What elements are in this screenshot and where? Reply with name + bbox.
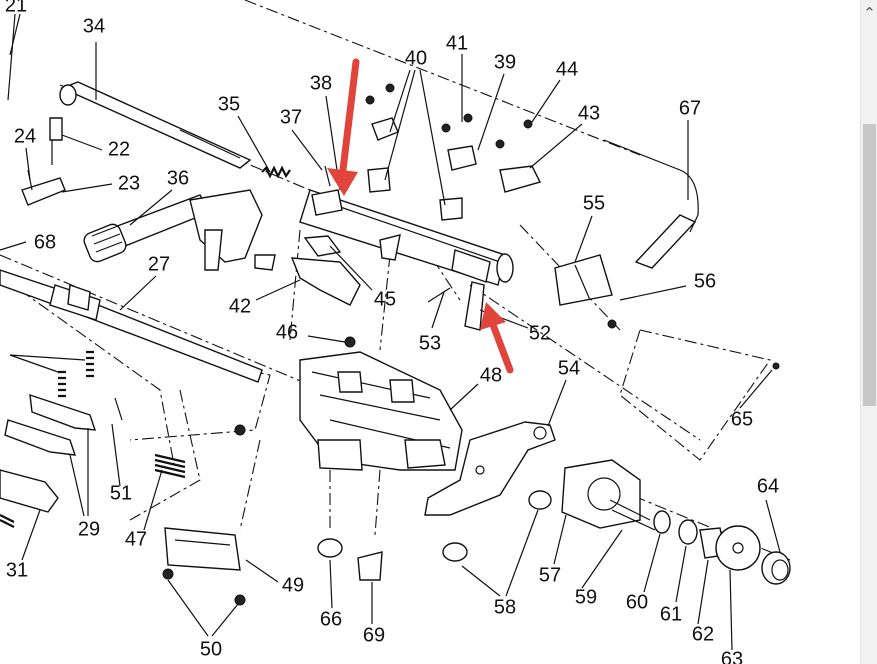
callout: 50	[200, 638, 222, 660]
gear-housing	[561, 459, 791, 585]
callout: 68	[34, 231, 56, 253]
arrow-up-head	[480, 302, 506, 330]
callout: 23	[118, 172, 140, 194]
callout: 60	[626, 591, 648, 613]
callout: 57	[539, 564, 561, 586]
lower-shaft	[0, 269, 263, 383]
callout: 56	[694, 270, 716, 292]
callout: 29	[78, 518, 100, 540]
callout: 67	[679, 97, 701, 119]
callout: 22	[108, 138, 130, 160]
callout: 31	[6, 559, 28, 581]
callout: 65	[731, 408, 753, 430]
callout: 53	[419, 332, 441, 354]
callout: 38	[310, 72, 332, 94]
callout: 54	[558, 357, 580, 379]
lock-housing	[299, 351, 463, 471]
callout: 39	[494, 51, 516, 73]
lower-small-parts	[162, 490, 552, 606]
callout: 44	[556, 58, 578, 80]
clips-and-bolts	[234, 83, 780, 436]
callout: 34	[83, 15, 105, 37]
leader-lines	[0, 13, 781, 651]
callout: 27	[148, 253, 170, 275]
callout: 21	[5, 0, 27, 16]
callout: 49	[282, 574, 304, 596]
chevron-up-icon[interactable]: ⌃	[863, 5, 876, 22]
callout: 58	[494, 596, 516, 618]
callout: 48	[480, 364, 502, 386]
arrow-up-icon	[488, 318, 514, 374]
callout: 35	[218, 93, 240, 115]
callout: 61	[660, 603, 682, 625]
column-tube	[299, 189, 514, 286]
left-levers	[0, 117, 97, 513]
arrow-down-head	[327, 168, 358, 196]
mounting-plate	[424, 421, 556, 516]
callout: 47	[125, 528, 147, 550]
shift-cable	[554, 139, 699, 306]
switch-lever-assembly	[83, 189, 276, 271]
callout: 24	[14, 125, 36, 147]
callout: 62	[692, 623, 714, 645]
callout-labels: 21 34 41 39 44 40 38 35 37 24 22 23 36 4…	[5, 0, 779, 664]
callout: 63	[721, 648, 743, 664]
callout: 40	[405, 47, 427, 69]
callout: 59	[575, 586, 597, 608]
callout: 46	[276, 321, 298, 343]
callout: 45	[374, 288, 396, 310]
callout: 69	[363, 624, 385, 646]
vertical-scrollbar[interactable]: ⌃	[860, 0, 877, 664]
callout: 43	[578, 102, 600, 124]
callout: 66	[320, 608, 342, 630]
callout: 55	[583, 192, 605, 214]
callout: 37	[280, 106, 302, 128]
callout: 42	[229, 295, 251, 317]
callout: 64	[757, 475, 779, 497]
brackets	[290, 189, 485, 331]
springs	[0, 165, 291, 528]
upper-shaft	[59, 81, 252, 169]
callout: 36	[167, 167, 189, 189]
callout: 51	[110, 482, 132, 504]
red-arrows	[327, 58, 514, 374]
callout: 52	[529, 322, 551, 344]
arrow-down-icon	[338, 58, 360, 182]
scrollbar-thumb[interactable]	[863, 124, 876, 406]
callout: 41	[446, 32, 468, 54]
